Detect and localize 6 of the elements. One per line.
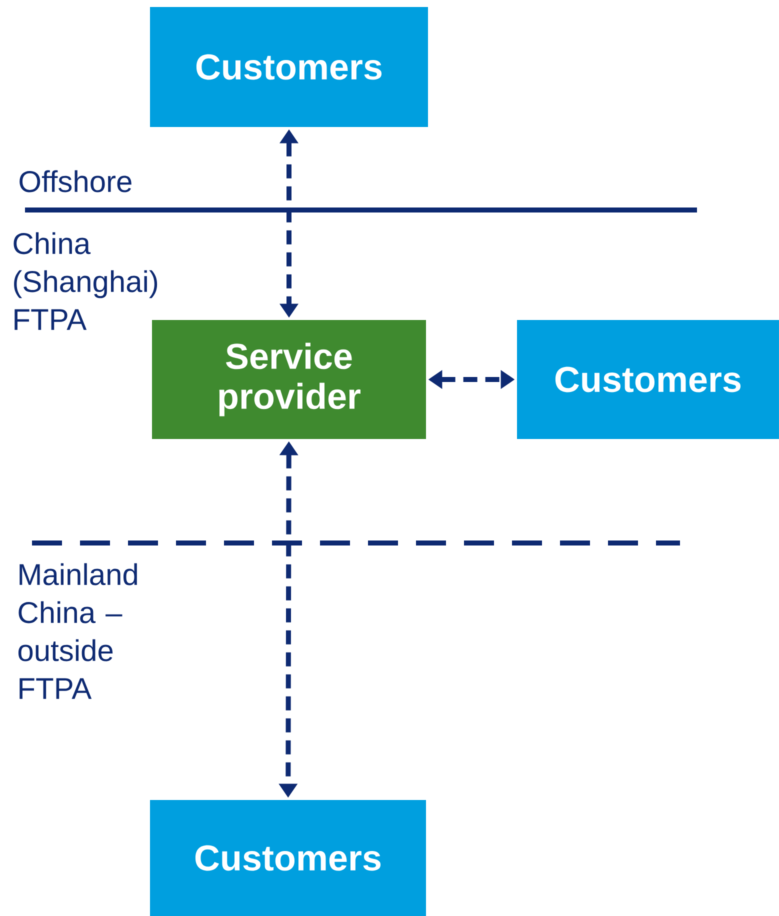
process-box: Customers xyxy=(150,800,426,916)
region-label: Offshore xyxy=(20,170,132,192)
process-box: Customers xyxy=(517,320,779,439)
region-label: Mainland China – outside FTPA xyxy=(18,563,137,699)
process-box: Customers xyxy=(150,7,428,127)
process-box: Service provider xyxy=(152,320,426,439)
